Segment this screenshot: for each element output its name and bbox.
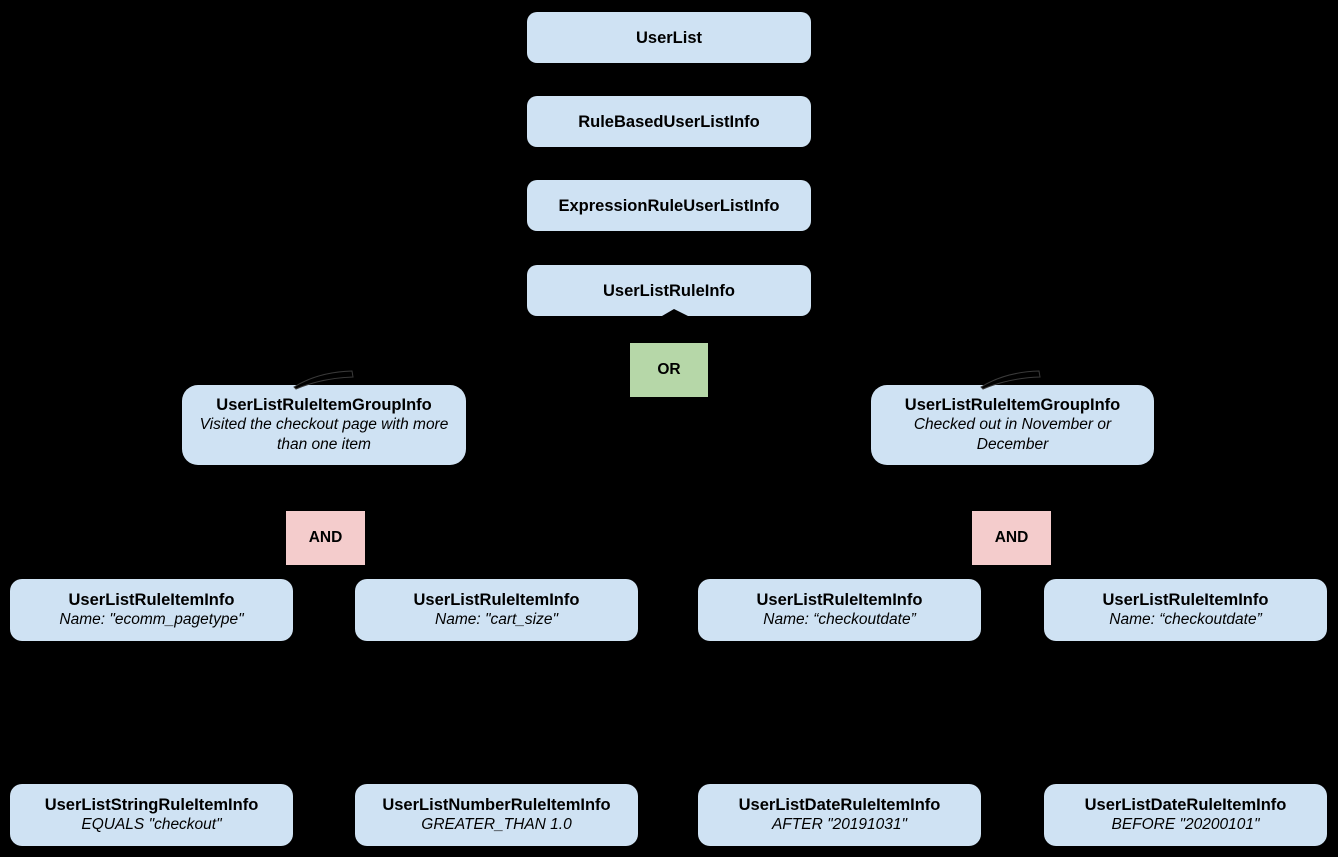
node-description: Name: "cart_size" xyxy=(435,611,558,628)
node-userlistruleinfo: UserListRuleInfo xyxy=(527,265,811,316)
node-title: UserListRuleItemInfo xyxy=(413,591,580,609)
node-userlist: UserList xyxy=(527,12,811,63)
node-expressionruleuserlistinfo: ExpressionRuleUserListInfo xyxy=(527,180,811,231)
node-description: Checked out in November or December xyxy=(913,416,1112,453)
and-operator-badge-left: AND xyxy=(286,511,365,565)
node-dateruleitem-after: UserListDateRuleItemInfo AFTER "20191031… xyxy=(698,784,981,846)
node-title: UserListStringRuleItemInfo xyxy=(44,796,259,814)
node-description: AFTER "20191031" xyxy=(771,816,908,833)
node-description: BEFORE "20200101" xyxy=(1111,816,1260,833)
node-ruleitemgroup-left: UserListRuleItemGroupInfo Visited the ch… xyxy=(182,385,466,465)
and-operator-label: AND xyxy=(308,529,343,546)
node-title: ExpressionRuleUserListInfo xyxy=(558,196,780,215)
node-ruleitemgroup-right: UserListRuleItemGroupInfo Checked out in… xyxy=(871,385,1154,465)
node-ruleitem-checkoutdate-right: UserListRuleItemInfo Name: “checkoutdate… xyxy=(1044,579,1327,641)
node-title: UserListRuleItemInfo xyxy=(756,591,923,609)
node-description: GREATER_THAN 1.0 xyxy=(421,816,572,833)
node-ruleitem-checkoutdate-left: UserListRuleItemInfo Name: “checkoutdate… xyxy=(698,579,981,641)
node-description: Name: "ecomm_pagetype" xyxy=(59,611,244,628)
node-description: Visited the checkout page with more than… xyxy=(199,416,449,453)
node-title: UserListNumberRuleItemInfo xyxy=(382,796,611,814)
node-description: Name: “checkoutdate” xyxy=(763,611,916,628)
node-title: UserList xyxy=(635,28,703,47)
node-stringruleitem: UserListStringRuleItemInfo EQUALS "check… xyxy=(10,784,293,846)
or-operator-badge: OR xyxy=(630,343,708,397)
and-operator-label: AND xyxy=(994,529,1029,546)
node-ruleitem-ecomm-pagetype: UserListRuleItemInfo Name: "ecomm_pagety… xyxy=(10,579,293,641)
node-title: UserListDateRuleItemInfo xyxy=(738,796,941,814)
node-ruleitem-cart-size: UserListRuleItemInfo Name: "cart_size" xyxy=(355,579,638,641)
node-dateruleitem-before: UserListDateRuleItemInfo BEFORE "2020010… xyxy=(1044,784,1327,846)
node-title: UserListRuleItemInfo xyxy=(68,591,235,609)
node-title: UserListRuleInfo xyxy=(602,281,736,300)
and-operator-badge-right: AND xyxy=(972,511,1051,565)
node-rulebaseduserlistinfo: RuleBasedUserListInfo xyxy=(527,96,811,147)
node-title: RuleBasedUserListInfo xyxy=(578,112,760,131)
node-description: Name: “checkoutdate” xyxy=(1109,611,1262,628)
or-operator-label: OR xyxy=(657,361,681,378)
node-title: UserListRuleItemGroupInfo xyxy=(904,396,1121,414)
node-title: UserListRuleItemGroupInfo xyxy=(216,396,432,414)
node-description: EQUALS "checkout" xyxy=(81,816,222,833)
node-title: UserListDateRuleItemInfo xyxy=(1084,796,1287,814)
node-numberruleitem: UserListNumberRuleItemInfo GREATER_THAN … xyxy=(355,784,638,846)
node-title: UserListRuleItemInfo xyxy=(1102,591,1269,609)
